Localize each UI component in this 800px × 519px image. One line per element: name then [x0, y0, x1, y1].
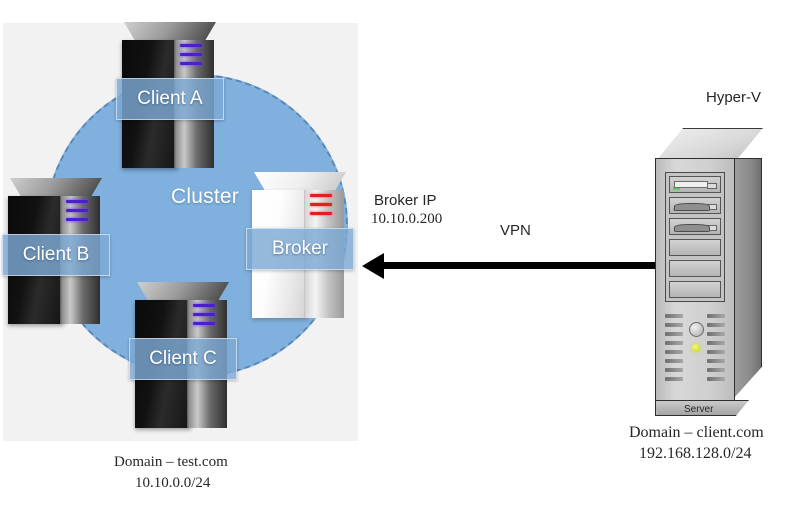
tower-side-panel	[734, 158, 762, 398]
server-led-stack	[193, 304, 215, 331]
drive-bay-optical-2	[669, 218, 721, 235]
node-label-plate: Client B	[2, 234, 110, 276]
node-label: Client C	[149, 348, 217, 369]
node-label: Broker	[272, 238, 328, 259]
drive-bay-blank-3	[669, 281, 721, 298]
drive-bay-floppy	[669, 176, 721, 193]
vpn-label: VPN	[500, 222, 531, 239]
drive-bay-optical-1	[669, 197, 721, 214]
tower-vent-area	[665, 314, 725, 392]
hyperv-caption: Server	[684, 404, 714, 415]
hyperv-title: Hyper-V	[706, 89, 762, 106]
power-button-icon[interactable]	[689, 322, 704, 337]
vent-column-left	[665, 314, 683, 386]
server-top-face	[254, 172, 346, 194]
cluster-label: Cluster	[171, 185, 239, 208]
vent-column-right	[707, 314, 725, 386]
node-label: Client A	[137, 88, 203, 109]
node-client-c[interactable]: Client C	[129, 282, 237, 432]
tower-top-face	[655, 128, 763, 162]
server-led-stack	[180, 44, 202, 71]
server-top-face	[137, 282, 229, 304]
hyperv-server-icon[interactable]	[655, 128, 763, 418]
server-led-stack	[66, 200, 88, 227]
node-label: Client B	[22, 244, 90, 265]
vpn-connector-line	[380, 262, 655, 269]
server-led-stack	[310, 194, 332, 221]
server-top-face	[10, 178, 102, 200]
node-broker[interactable]: Broker	[246, 172, 354, 322]
node-label-plate: Broker	[246, 228, 354, 270]
node-label-plate: Client A	[116, 78, 224, 120]
broker-ip-title: Broker IP	[374, 192, 437, 209]
node-label-plate: Client C	[129, 338, 237, 380]
broker-ip-value: 10.10.0.200	[371, 211, 443, 227]
cluster-domain: Domain – test.com	[114, 454, 228, 470]
node-client-a[interactable]: Client A	[116, 22, 224, 172]
cluster-subnet: 10.10.0.0/24	[135, 475, 211, 491]
vpn-connector-arrowhead	[362, 253, 384, 279]
hyperv-subnet: 192.168.128.0/24	[639, 445, 752, 462]
power-led-icon	[692, 344, 700, 352]
drive-bay-blank-2	[669, 260, 721, 277]
hyperv-domain: Domain – client.com	[629, 424, 764, 441]
server-top-face	[124, 22, 216, 44]
tower-drive-bays	[665, 172, 725, 302]
drive-bay-blank-1	[669, 239, 721, 256]
node-client-b[interactable]: Client B	[2, 178, 110, 328]
